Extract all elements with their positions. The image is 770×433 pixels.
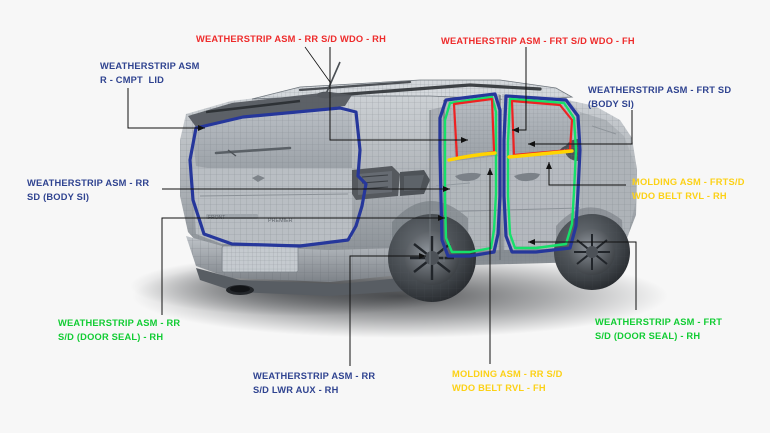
callout-line-1: WEATHERSTRIP ASM - RR [27, 178, 150, 188]
seal-frt-sd-wdo [510, 99, 574, 157]
callout-ws-rr-sd-body-si: WEATHERSTRIP ASM - RR SD (BODY SI) [27, 177, 149, 204]
seal-frt-sd-door-seal [506, 97, 578, 250]
seal-rr-cmpt-lid [188, 106, 368, 248]
callout-line-1: WEATHERSTRIP ASM - RR [253, 371, 376, 381]
callout-ws-r-cmpt-lid: WEATHERSTRIP ASM R - CMPT LID [100, 60, 200, 87]
callout-line-2: SD (BODY SI) [27, 191, 90, 202]
callout-molding-rr-sd-belt: MOLDING ASM - RR S/D WDO BELT RVL - FH [452, 368, 563, 395]
leader-molding-frt-belt [546, 162, 626, 186]
callout-line-2: WDO BELT RVL - FH [452, 382, 546, 393]
callout-ws-rr-sd-lwr-aux: WEATHERSTRIP ASM - RR S/D LWR AUX - RH [253, 370, 375, 397]
leader-ws-frt-sd-wdo [512, 47, 527, 133]
leader-ws-frt-sd-body-si [528, 110, 633, 147]
callout-line-2: S/D LWR AUX - RH [253, 384, 339, 395]
callout-line-1: WEATHERSTRIP ASM - RR [58, 318, 181, 328]
callout-ws-frt-sd-door-seal: WEATHERSTRIP ASM - FRT S/D (DOOR SEAL) - … [595, 316, 722, 343]
leader-ws-r-cmpt-lid [127, 88, 205, 131]
callout-ws-rr-sd-wdo-rh: WEATHERSTRIP ASM - RR S/D WDO - RH [196, 34, 386, 44]
callout-line-1: WEATHERSTRIP ASM - FRT [595, 317, 723, 327]
callout-line-1: WEATHERSTRIP ASM [100, 61, 200, 71]
callout-line-2: (BODY SI) [588, 98, 635, 109]
seal-frt-sd-body-si [502, 94, 582, 254]
callout-line-1: MOLDING ASM - RR S/D [452, 369, 563, 379]
callout-line-1: WEATHERSTRIP ASM - FRT SD [588, 85, 732, 95]
leader-ws-rr-sd-wdo [329, 47, 468, 143]
callout-ws-frt-sd-wdo-fh: WEATHERSTRIP ASM - FRT S/D WDO - FH [441, 36, 635, 46]
callout-line-2: S/D (DOOR SEAL) - RH [58, 331, 164, 342]
callout-line-2: R - CMPT LID [100, 74, 165, 85]
leader-rr-wdo-tick [304, 46, 331, 83]
seal-rr-sd-door-seal [443, 95, 498, 254]
callout-ws-rr-sd-door-seal: WEATHERSTRIP ASM - RR S/D (DOOR SEAL) - R… [58, 317, 180, 344]
leader-ws-rr-door-seal [161, 215, 445, 315]
molding-rr-sd-belt [447, 151, 497, 162]
molding-frt-sd-belt [507, 149, 574, 159]
callout-molding-frt-sd-belt: MOLDING ASM - FRTS/D WDO BELT RVL - RH [632, 176, 745, 203]
leader-ws-frt-door-seal [528, 239, 637, 310]
callout-line-2: S/D (DOOR SEAL) - RH [595, 330, 701, 341]
callout-line-1: MOLDING ASM - FRTS/D [632, 177, 745, 187]
callout-ws-frt-sd-body-si: WEATHERSTRIP ASM - FRT SD (BODY SI) [588, 84, 731, 111]
svg-text:PREMIER: PREMIER [268, 218, 293, 224]
leader-ws-rr-lwr-aux [349, 253, 426, 366]
callout-line-2: WDO BELT RVL - RH [632, 190, 727, 201]
seal-rr-sd-body-si [438, 92, 502, 258]
